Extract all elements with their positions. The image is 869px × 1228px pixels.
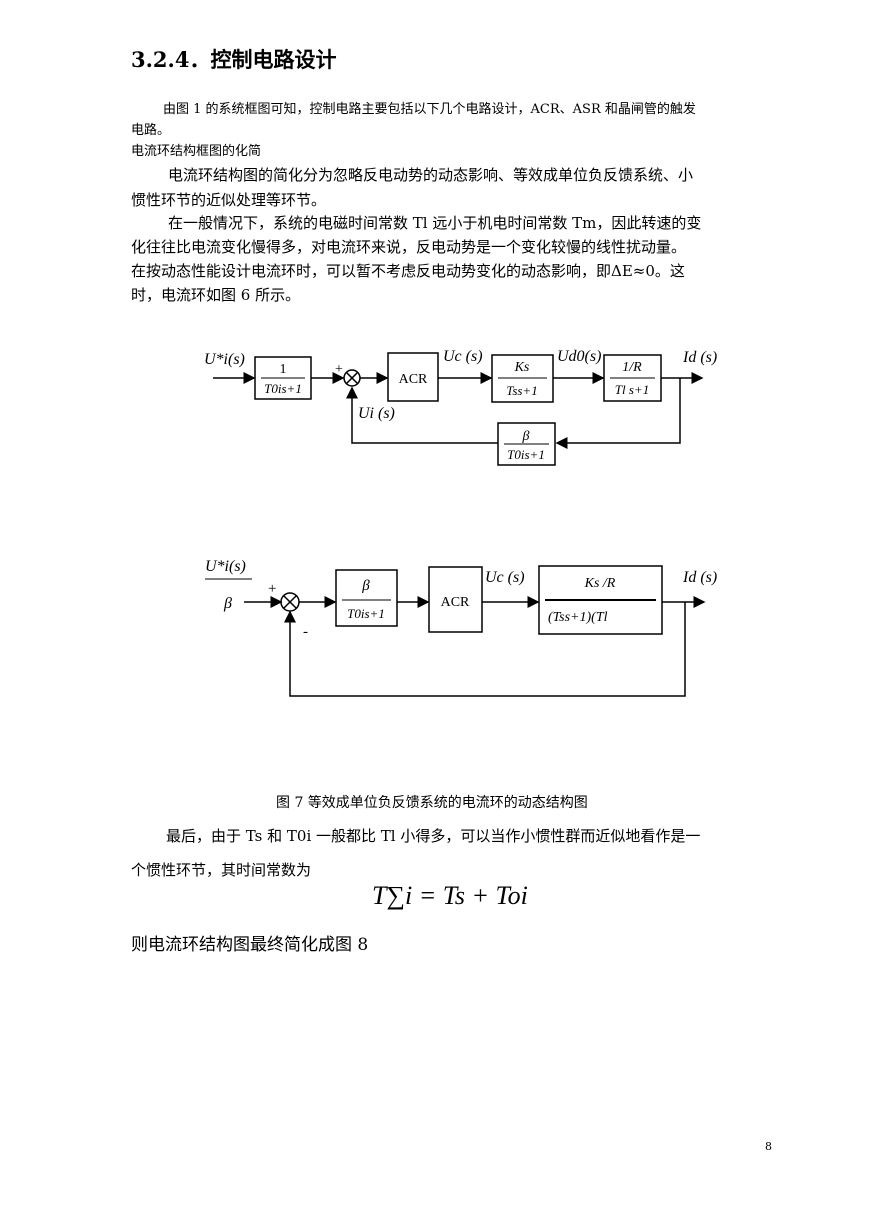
fig6-feedback-num: β: [522, 429, 530, 444]
fig7-plant-block: [538, 565, 663, 635]
fig6-feedback-den: T0is+1: [507, 447, 545, 462]
fig7-acr-block: [428, 566, 483, 633]
fig6-feedback-block: [497, 422, 556, 466]
fig6-block3-num: 1/R: [622, 360, 642, 375]
figure-7-caption: 图 7 等效成单位负反馈系统的电流环的动态结构图: [276, 795, 588, 811]
fig7-acr-label: ACR: [441, 595, 470, 610]
fig7-summing-junction: [280, 592, 300, 612]
figure-7-block-diagram: U*i(s) β + - β T0is+1 ACR Uc (s) Ks /R (…: [205, 558, 717, 697]
fig6-input-label: U*i(s): [204, 351, 245, 368]
paragraph-1-line-1: 由图 1 的系统框图可知，控制电路主要包括以下几个电路设计，ACR、ASR 和晶…: [163, 102, 696, 117]
fig7-minus: -: [303, 624, 308, 640]
paragraph-3-line-3: 在按动态性能设计电流环时，可以暂不考虑反电动势变化的动态影响，即ΔE≈0。这: [131, 262, 685, 280]
fig6-acr-block: [387, 352, 439, 402]
time-constant-formula: T∑i = Ts + Toi: [372, 881, 528, 910]
fig6-block1-num: 1: [280, 362, 287, 377]
fig7-block1-den: T0is+1: [347, 606, 385, 621]
fig7-block2-den: (Tss+1)(Tl: [548, 610, 608, 625]
paragraph-4-line-1: 最后，由于 Ts 和 T0i 一般都比 Tl 小得多，可以当作小惯性群而近似地看…: [166, 827, 701, 845]
fig6-block1-den: T0is+1: [264, 381, 302, 396]
fig7-block1-num: β: [361, 578, 370, 594]
paragraph-2-line-2: 惯性环节的近似处理等环节。: [131, 191, 327, 209]
fig7-input-den: β: [223, 595, 232, 612]
fig7-plus: +: [268, 581, 276, 597]
paragraph-3-line-2: 化往往比电流变化慢得多，对电流环来说，反电动势是一个变化较慢的线性扰动量。: [131, 238, 687, 256]
fig6-block2-num: Ks: [514, 360, 530, 375]
paragraph-1-line-2: 电路。: [131, 123, 171, 138]
paragraph-4-line-2: 个惯性环节，其时间常数为: [131, 861, 312, 879]
paragraph-5: 则电流环结构图最终简化成图 8: [131, 935, 369, 955]
fig6-block2-den: Tss+1: [506, 383, 537, 398]
fig7-input-num: U*i(s): [205, 558, 246, 575]
section-heading: 3.2.4．控制电路设计: [131, 47, 337, 72]
fig6-block3-den: Tl s+1: [615, 382, 649, 397]
fig7-block2-num: Ks /R: [584, 576, 616, 591]
subheading: 电流环结构框图的化简: [131, 144, 262, 159]
fig7-output-label: Id (s): [682, 569, 717, 586]
fig6-output-label: Id (s): [682, 349, 717, 366]
fig6-acr-label: ACR: [399, 372, 428, 387]
fig7-uc-label: Uc (s): [485, 569, 525, 586]
fig6-plus: +: [335, 362, 343, 377]
fig6-ud0-label: Ud0(s): [557, 348, 601, 365]
paragraph-3-line-1: 在一般情况下，系统的电磁时间常数 Tl 远小于机电时间常数 Tm，因此转速的变: [168, 214, 702, 232]
paragraph-3-line-4: 时，电流环如图 6 所示。: [131, 286, 301, 304]
fig6-uc-label: Uc (s): [443, 348, 483, 365]
fig6-summing-junction: [343, 369, 361, 387]
page-number: 8: [765, 1140, 772, 1153]
paragraph-2-line-1: 电流环结构图的简化分为忽略反电动势的动态影响、等效成单位负反馈系统、小: [168, 166, 694, 184]
fig6-ui-label: Ui (s): [358, 405, 395, 422]
fig7-prefilter-block: [335, 569, 398, 627]
figure-6-block-diagram: U*i(s) 1 T0is+1 + ACR Uc (s) Ks Tss+1 Ud…: [204, 348, 717, 466]
